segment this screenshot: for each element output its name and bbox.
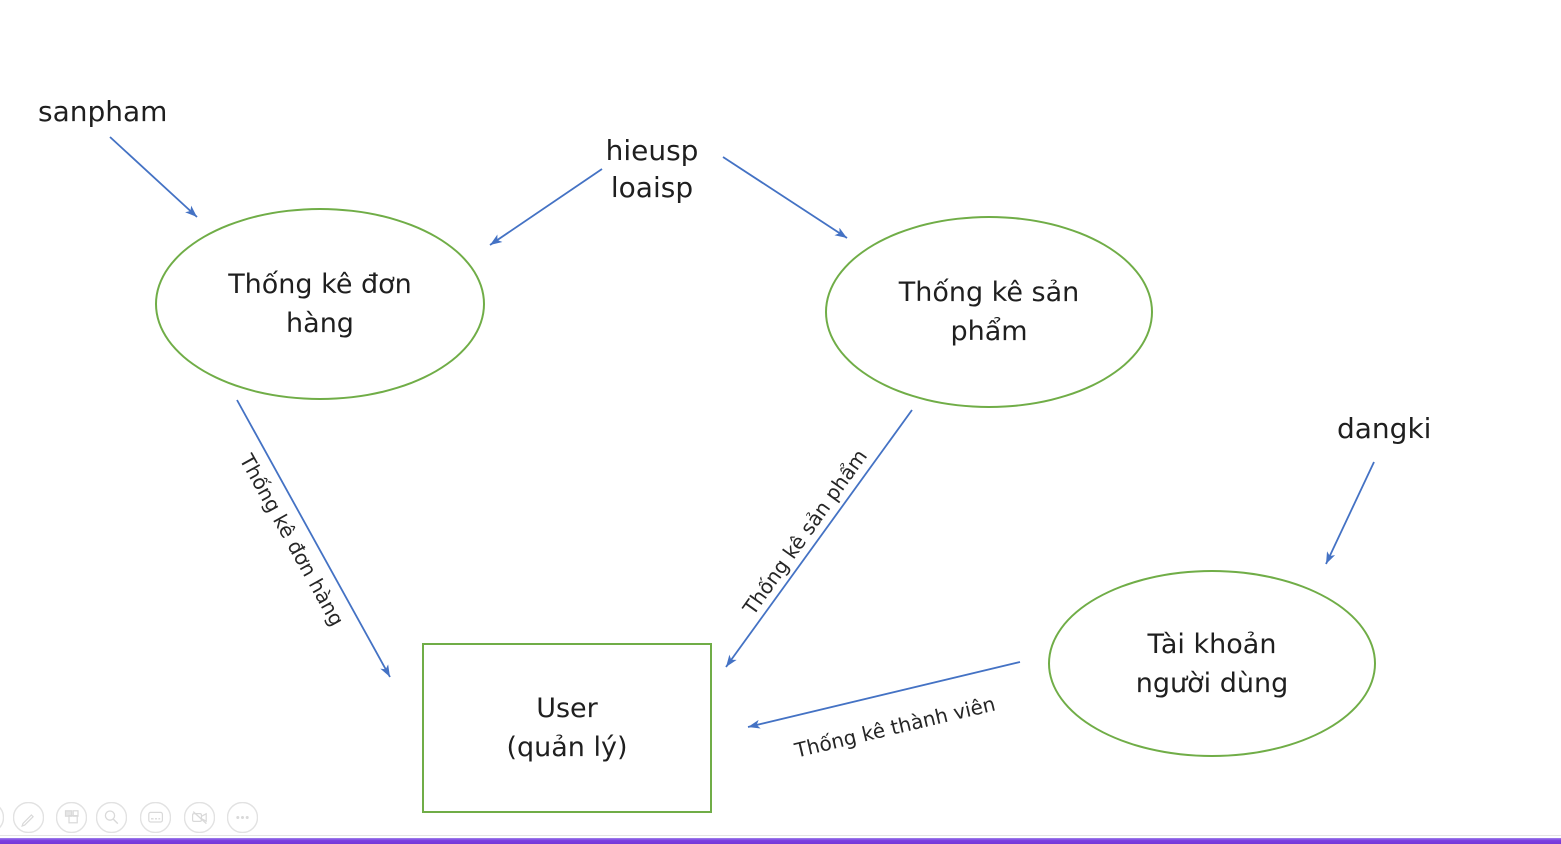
node-user-box-label: User (quản lý) bbox=[506, 693, 628, 763]
label-hieusp-loaisp: hieusp loaisp bbox=[606, 132, 699, 206]
flow-label-order: Thống kê đơn hàng bbox=[234, 449, 350, 631]
node-user-box: User (quản lý) bbox=[422, 643, 712, 813]
flow-label-member: Thống kê thành viên bbox=[792, 691, 998, 763]
node-product-stats-label: Thống kê sản phẩm bbox=[898, 277, 1080, 347]
label-dangki: dangki bbox=[1337, 412, 1432, 445]
arrow-dangki-to-user-account bbox=[1325, 461, 1375, 565]
arrow-hieusp-to-order-stats bbox=[489, 168, 603, 246]
clipped-nav-icon[interactable] bbox=[0, 802, 4, 833]
more-options-icon[interactable] bbox=[226, 802, 258, 833]
slide-edge-line bbox=[0, 835, 1561, 836]
see-all-slides-icon[interactable] bbox=[55, 802, 87, 833]
flow-label-product: Thống kê sản phẩm bbox=[737, 444, 873, 620]
arrow-sanpham-to-order-stats bbox=[109, 136, 198, 218]
node-order-stats: Thống kê đơn hàng bbox=[155, 208, 485, 400]
pen-icon[interactable] bbox=[12, 802, 44, 833]
label-sanpham: sanpham bbox=[38, 95, 168, 128]
captions-icon[interactable] bbox=[139, 802, 171, 833]
bottom-accent-bar bbox=[0, 838, 1561, 844]
camera-off-icon[interactable] bbox=[183, 802, 215, 833]
label-loaisp: loaisp bbox=[610, 171, 694, 204]
node-user-account: Tài khoản người dùng bbox=[1048, 570, 1376, 757]
zoom-icon[interactable] bbox=[95, 802, 127, 833]
arrow-product-stats-to-user bbox=[725, 409, 913, 668]
node-order-stats-label: Thống kê đơn hàng bbox=[228, 269, 412, 339]
node-user-account-label: Tài khoản người dùng bbox=[1135, 628, 1289, 699]
arrow-hieusp-to-product-stats bbox=[722, 156, 848, 239]
label-hieusp: hieusp bbox=[605, 134, 699, 167]
arrow-order-stats-to-user bbox=[236, 399, 391, 678]
node-product-stats: Thống kê sản phẩm bbox=[825, 216, 1153, 408]
